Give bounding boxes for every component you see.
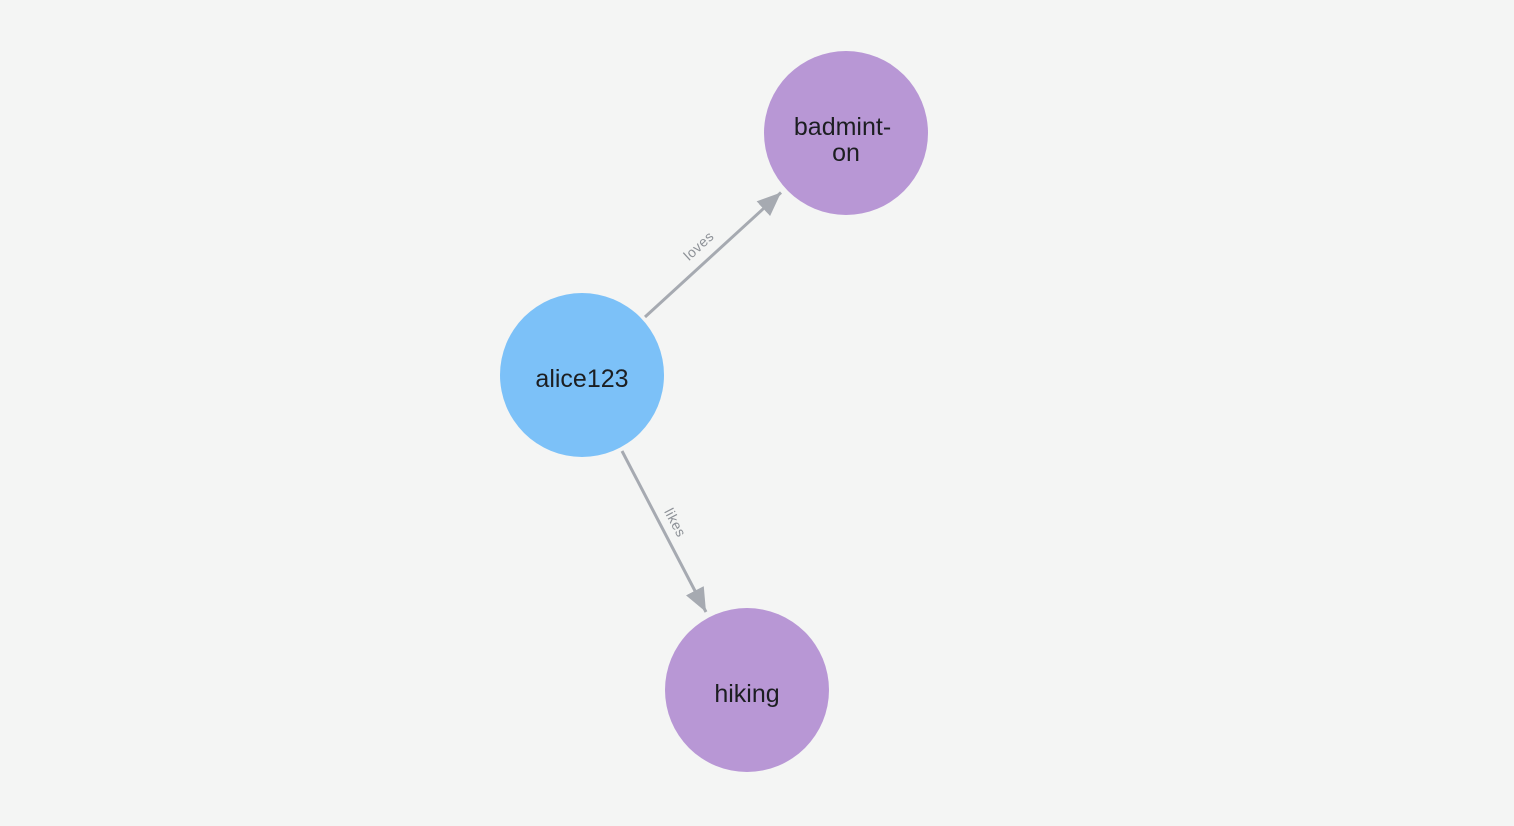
- edge-likes-line[interactable]: [620, 450, 708, 613]
- node-alice123-circle[interactable]: [500, 293, 664, 457]
- node-alice123[interactable]: alice123: [500, 293, 664, 457]
- node-hiking-label-line1: hiking: [714, 680, 779, 708]
- node-badminton-label-line2: on: [832, 139, 860, 167]
- node-alice123-label-line1: alice123: [535, 365, 628, 393]
- edge-loves-line[interactable]: [643, 191, 783, 319]
- node-hiking-label: hiking: [714, 680, 779, 708]
- node-alice123-label: alice123: [535, 365, 628, 393]
- node-badminton-label: badmint- on: [794, 105, 898, 167]
- node-badminton[interactable]: badmint- on: [764, 51, 928, 215]
- node-hiking-circle[interactable]: [665, 608, 829, 772]
- node-badminton-label-line1: badmint-: [794, 113, 891, 141]
- node-badminton-circle[interactable]: [764, 51, 928, 215]
- node-hiking[interactable]: hiking: [665, 608, 829, 772]
